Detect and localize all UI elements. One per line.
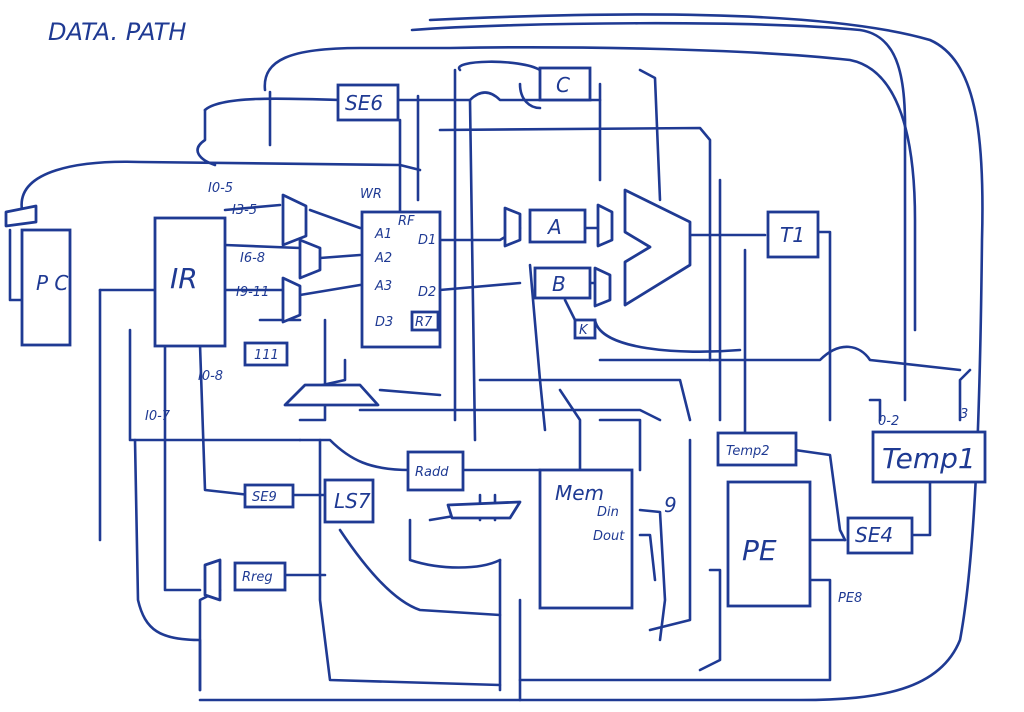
register-file: WR RF A1 A2 A3 D3 D1 D2 R7 [360, 187, 440, 347]
k-label: K [579, 323, 589, 338]
label-pe8: PE8 [838, 591, 862, 606]
temp1-label: Temp1 [882, 442, 976, 475]
b-register: B [535, 268, 590, 298]
label-i0-5: I0-5 [208, 181, 233, 196]
mux-alu-a [598, 205, 612, 246]
a-register: A [530, 210, 585, 242]
label-nine: 9 [664, 493, 677, 517]
label-i3-5: I3-5 [232, 203, 257, 218]
rf-r7-label: R7 [415, 315, 433, 330]
ir-register: IR [155, 218, 225, 346]
se4-block: SE4 [848, 518, 912, 553]
radd-label: Radd [415, 465, 449, 480]
rf-a3-label: A3 [374, 279, 392, 294]
a-label: A [546, 215, 562, 239]
memory: Mem Din Dout [540, 470, 632, 608]
mux-a1 [283, 195, 306, 245]
rf-name-label: RF [398, 214, 415, 229]
priority-encoder: PE [728, 482, 810, 606]
mux-a3 [283, 278, 300, 322]
alu [625, 190, 690, 305]
rreg-label: Rreg [242, 570, 273, 585]
c-label: C [556, 73, 570, 97]
label-i0-7: I0-7 [145, 409, 171, 424]
temp1-register: Temp1 [873, 432, 985, 482]
se9-block: SE9 [245, 485, 293, 507]
wires [10, 14, 982, 700]
se6-block: SE6 [338, 85, 398, 120]
se4-label: SE4 [855, 523, 893, 547]
b-label: B [552, 272, 566, 296]
rf-wr-label: WR [360, 187, 382, 202]
ls7-label: LS7 [334, 489, 371, 513]
mux-a-input [505, 208, 520, 246]
mux-rreg [205, 560, 220, 600]
pe-label: PE [742, 534, 777, 567]
label-temp1-0-2: 0-2 [878, 414, 899, 429]
se9-label: SE9 [252, 490, 277, 505]
label-i0-8: I0-8 [198, 369, 223, 384]
rf-a1-label: A1 [374, 227, 392, 242]
pc-input-mux [6, 206, 36, 226]
temp2-label: Temp2 [726, 444, 770, 459]
ir-label: IR [170, 262, 198, 295]
rreg-register: Rreg [235, 563, 285, 590]
mux-a2 [300, 240, 320, 278]
k-block: K [575, 320, 595, 338]
rf-d2-label: D2 [418, 285, 436, 300]
mux-rf-d3 [285, 385, 378, 405]
label-i6-8: I6-8 [240, 251, 265, 266]
t1-label: T1 [780, 223, 805, 247]
constant-111: 111 [245, 343, 287, 365]
label-temp1-3: 3 [960, 407, 968, 422]
pc-register: P C [22, 230, 70, 345]
constant-111-label: 111 [254, 348, 279, 363]
mem-din-label: Din [597, 505, 619, 520]
mux-mem-addr [448, 502, 520, 518]
ls7-block: LS7 [325, 480, 373, 522]
se6-label: SE6 [345, 91, 383, 115]
pc-label: P C [36, 271, 68, 295]
mux-alu-b [595, 268, 610, 306]
rf-d1-label: D1 [418, 233, 436, 248]
c-register: C [540, 68, 590, 100]
temp2-register: Temp2 [718, 433, 796, 465]
diagram-title: DATA. PATH [48, 18, 186, 46]
radd-register: Radd [408, 452, 463, 490]
rf-d3-label: D3 [375, 315, 393, 330]
t1-register: T1 [768, 212, 818, 257]
rf-a2-label: A2 [374, 251, 392, 266]
mem-label: Mem [555, 481, 604, 505]
mem-dout-label: Dout [593, 529, 625, 544]
label-i9-11: I9-11 [236, 285, 269, 300]
